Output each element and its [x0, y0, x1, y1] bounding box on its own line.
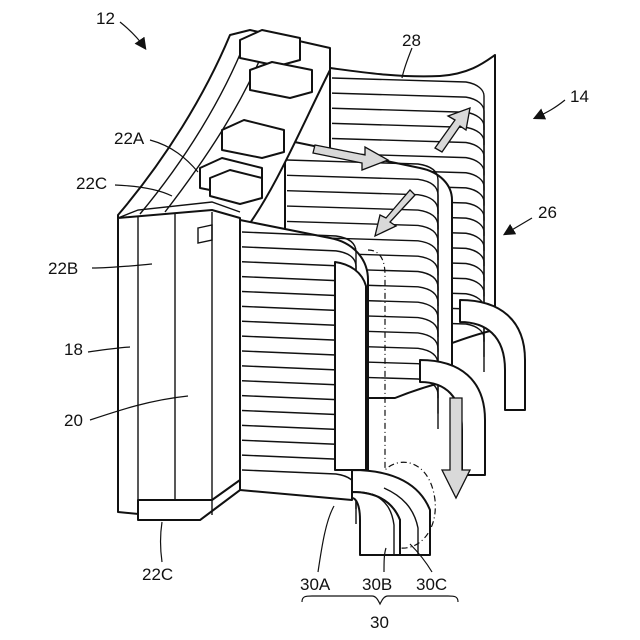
- label-30B: 30B: [362, 575, 392, 594]
- label-30: 30: [370, 613, 389, 632]
- label-14: 14: [570, 87, 589, 106]
- label-18: 18: [64, 340, 83, 359]
- label-30A: 30A: [300, 575, 331, 594]
- label-12: 12: [96, 9, 115, 28]
- label-22A: 22A: [114, 129, 145, 148]
- label-20: 20: [64, 411, 83, 430]
- label-22B: 22B: [48, 259, 78, 278]
- label-30C: 30C: [416, 575, 447, 594]
- label-28: 28: [402, 31, 421, 50]
- label-26: 26: [538, 203, 557, 222]
- label-22C-top: 22C: [76, 174, 107, 193]
- label-22C-bottom: 22C: [142, 565, 173, 584]
- front-tooth: [118, 202, 240, 520]
